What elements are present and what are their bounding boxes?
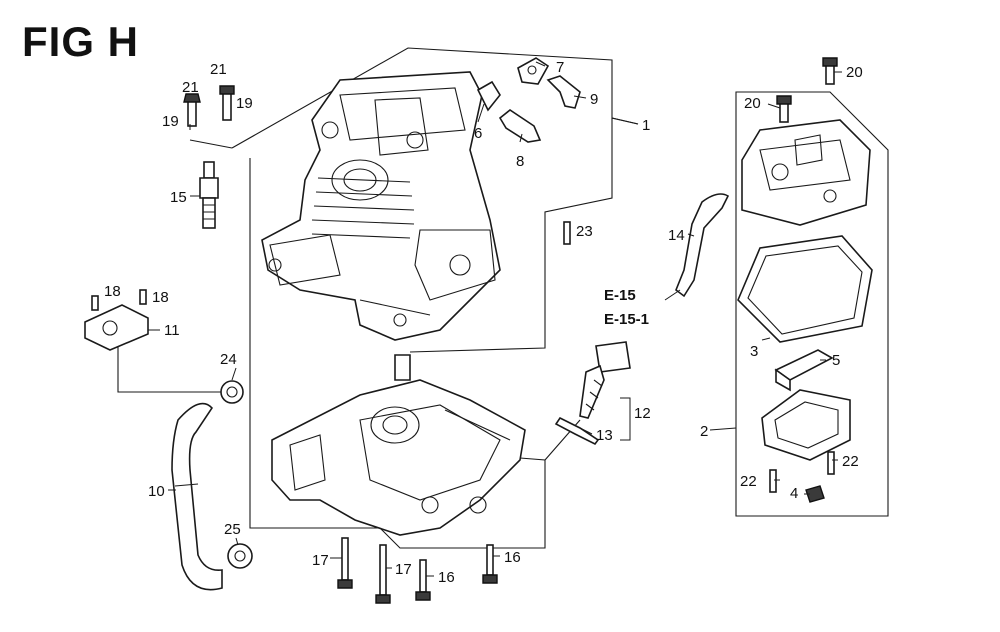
head-cover	[741, 119, 871, 226]
crankcase-bolts	[337, 537, 498, 604]
callout-25: 25	[224, 521, 241, 538]
callout-16a: 16	[504, 549, 521, 566]
cover-gasket	[737, 235, 873, 343]
callout-4: 4	[790, 485, 798, 502]
callout-12: 12	[634, 405, 651, 422]
callout-20a: 20	[846, 64, 863, 81]
callout-16b: 16	[438, 569, 455, 586]
callout-17a: 17	[312, 552, 329, 569]
callout-14: 14	[668, 227, 685, 244]
callout-24: 24	[220, 351, 237, 368]
oil-level-switch	[554, 341, 631, 446]
dowel-pin	[563, 221, 571, 245]
callout-15: 15	[170, 189, 187, 206]
callout-2: 2	[700, 423, 708, 440]
rocker-parts	[476, 57, 581, 143]
callout-21b: 21	[210, 61, 227, 78]
mount-plate	[84, 289, 149, 351]
engine-block	[261, 71, 501, 341]
callout-1: 1	[642, 117, 650, 134]
callout-17b: 17	[395, 561, 412, 578]
cover-bolts	[776, 57, 838, 123]
callout-10: 10	[148, 483, 165, 500]
callout-labels: 1 2 3 4 5 6 7 8 9 10 11 12 13 14 15 16 1…	[104, 59, 863, 586]
reference-e15: E-15	[604, 287, 636, 304]
reference-e15-1: E-15-1	[604, 311, 649, 328]
callout-7: 7	[556, 59, 564, 76]
breather-case	[761, 389, 851, 503]
head-fasteners	[183, 85, 235, 127]
callout-13: 13	[596, 427, 613, 444]
callout-3: 3	[750, 343, 758, 360]
callout-19a: 19	[162, 113, 179, 130]
callout-9: 9	[590, 91, 598, 108]
hose-clamps	[220, 380, 253, 569]
callout-21a: 21	[182, 79, 199, 96]
callout-6: 6	[474, 125, 482, 142]
figure-title: FIG H	[22, 18, 139, 65]
leader-lines	[148, 61, 842, 577]
callout-22a: 22	[740, 473, 757, 490]
callout-23: 23	[576, 223, 593, 240]
upper-hose	[675, 193, 730, 298]
callout-18a: 18	[104, 283, 121, 300]
breather-hose	[171, 402, 223, 591]
callout-11: 11	[164, 322, 180, 339]
spark-plug	[199, 161, 219, 229]
callout-8: 8	[516, 153, 524, 170]
crankcase	[271, 354, 526, 536]
callout-22b: 22	[842, 453, 859, 470]
callout-20b: 20	[744, 95, 761, 112]
callout-18b: 18	[152, 289, 169, 306]
callout-19b: 19	[236, 95, 253, 112]
callout-5: 5	[832, 352, 840, 369]
